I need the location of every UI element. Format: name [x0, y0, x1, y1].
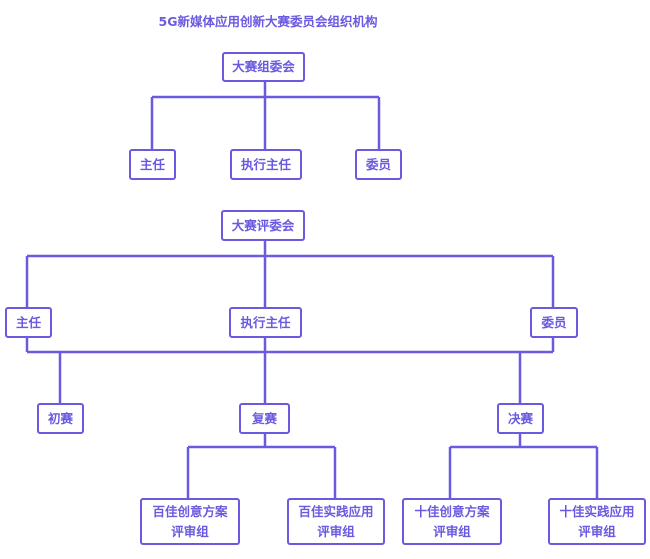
node-label-line2: 评审组 [433, 523, 471, 539]
node-organizing-committee: 大赛组委会 [222, 52, 305, 82]
node-label-line2: 评审组 [317, 523, 355, 539]
node-org-executive-director: 执行主任 [230, 149, 302, 180]
node-judging-committee: 大赛评委会 [221, 210, 305, 241]
node-label-line2: 评审组 [171, 523, 209, 539]
node-org-members: 委员 [355, 149, 402, 180]
connector-final [448, 434, 599, 498]
node-label-line1: 十佳创意方案 [414, 503, 490, 519]
node-label-line1: 十佳实践应用 [559, 503, 635, 519]
connector-rounds [25, 337, 555, 403]
connector-judging [25, 240, 555, 307]
chart-title: 5G新媒体应用创新大赛委员会组织机构 [158, 14, 378, 29]
node-judge-director: 主任 [5, 307, 52, 338]
node-top100-practice-group: 百佳实践应用评审组 [287, 498, 385, 545]
node-top10-practice-group: 十佳实践应用评审组 [548, 498, 646, 545]
node-final-round: 决赛 [497, 403, 544, 434]
connector-semifinal [186, 434, 337, 498]
node-top10-creative-group: 十佳创意方案评审组 [402, 498, 502, 545]
node-label-line2: 评审组 [578, 523, 616, 539]
connector-organizing [150, 82, 381, 149]
node-judge-members: 委员 [530, 307, 578, 338]
node-label-line1: 百佳创意方案 [152, 503, 228, 519]
node-org-director: 主任 [129, 149, 176, 180]
node-semifinal-round: 复赛 [239, 403, 290, 434]
node-top100-creative-group: 百佳创意方案评审组 [140, 498, 240, 545]
node-preliminary-round: 初赛 [37, 403, 84, 434]
node-label-line1: 百佳实践应用 [298, 503, 374, 519]
node-judge-executive-director: 执行主任 [229, 307, 302, 338]
